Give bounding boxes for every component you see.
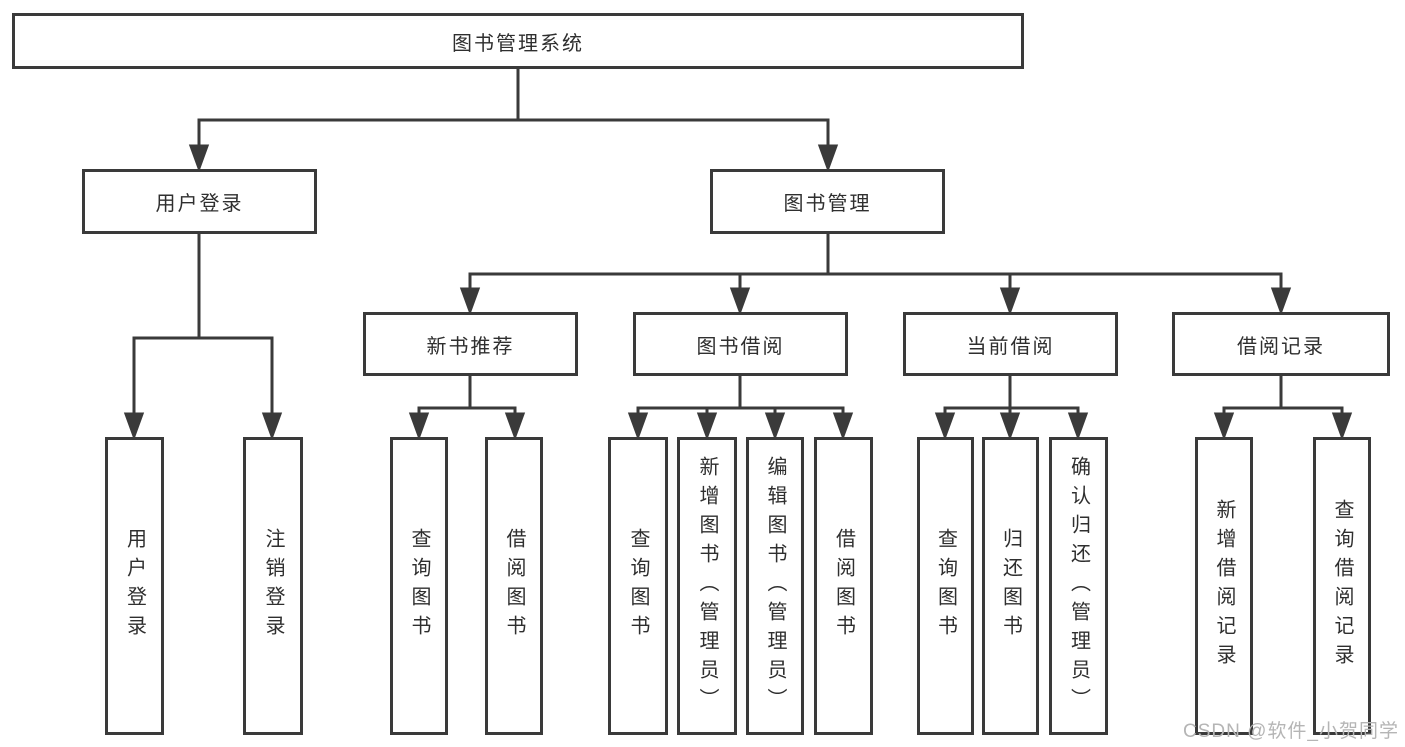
leaf-logout-label: 注销登录 (262, 528, 284, 644)
leaf-confirm-return-admin: 确认归还（管理员） (1049, 437, 1108, 735)
connector-line (468, 234, 1283, 293)
connector-borrow-records-children (1213, 376, 1353, 441)
arrow-down-icon (1067, 412, 1089, 441)
arrow-down-icon (934, 412, 956, 441)
watermark-text: CSDN @软件_小贺同学 (1183, 721, 1399, 742)
connector-line (636, 376, 845, 418)
arrow-down-icon (408, 412, 430, 441)
node-book-management: 图书管理 (710, 169, 945, 234)
leaf-query-borrow-record: 查询借阅记录 (1313, 437, 1371, 735)
connector-line (197, 69, 830, 150)
arrow-down-icon (729, 287, 751, 316)
leaf-borrow-books-recommend-label: 借阅图书 (503, 528, 525, 644)
arrow-down-icon (817, 144, 839, 173)
connector-new-book-recommend-children (408, 376, 526, 441)
node-root: 图书管理系统 (12, 13, 1024, 69)
leaf-add-borrow-record-label: 新增借阅记录 (1213, 499, 1235, 673)
connector-root-to-level2 (188, 69, 839, 173)
leaf-borrow-books-borrow-label: 借阅图书 (832, 528, 855, 644)
arrow-down-icon (999, 412, 1021, 441)
connector-current-borrow-children (934, 376, 1089, 441)
node-user-login: 用户登录 (82, 169, 317, 234)
connector-line (417, 376, 517, 418)
connector-book-borrow-children (627, 376, 854, 441)
leaf-confirm-return-admin-label: 确认归还（管理员） (1067, 455, 1090, 717)
node-current-borrow-label: 当前借阅 (966, 335, 1055, 358)
node-book-borrow-label: 图书借阅 (696, 335, 785, 358)
arrow-down-icon (999, 287, 1021, 316)
leaf-add-book-admin-label: 新增图书（管理员） (696, 455, 718, 717)
connector-book-management-children (459, 234, 1292, 316)
connector-line (132, 234, 274, 418)
node-borrow-records-label: 借阅记录 (1237, 335, 1325, 358)
leaf-logout: 注销登录 (243, 437, 303, 735)
arrow-down-icon (261, 412, 283, 441)
leaf-user-login-label: 用户登录 (123, 528, 146, 644)
connector-user-login-children (123, 234, 283, 441)
leaf-edit-book-admin-label: 编辑图书（管理员） (764, 455, 786, 717)
connector-line (1222, 376, 1344, 418)
leaf-query-books-current-label: 查询图书 (934, 528, 957, 644)
leaf-add-book-admin: 新增图书（管理员） (677, 437, 737, 735)
connector-line (943, 376, 1080, 418)
node-current-borrow: 当前借阅 (903, 312, 1118, 376)
node-book-management-label: 图书管理 (783, 193, 872, 215)
arrow-down-icon (188, 144, 210, 173)
arrow-down-icon (1213, 412, 1235, 441)
node-new-book-recommend: 新书推荐 (363, 312, 578, 376)
arrow-down-icon (123, 412, 145, 441)
arrow-down-icon (696, 412, 718, 441)
node-book-borrow: 图书借阅 (633, 312, 848, 376)
leaf-borrow-books-recommend: 借阅图书 (485, 437, 543, 735)
arrow-down-icon (832, 412, 854, 441)
leaf-query-books-borrow: 查询图书 (608, 437, 668, 735)
leaf-query-borrow-record-label: 查询借阅记录 (1331, 499, 1353, 673)
node-user-login-label: 用户登录 (155, 193, 244, 215)
node-borrow-records: 借阅记录 (1172, 312, 1390, 376)
arrow-down-icon (1331, 412, 1353, 441)
leaf-query-books-current: 查询图书 (917, 437, 974, 735)
leaf-user-login: 用户登录 (105, 437, 164, 735)
leaf-edit-book-admin: 编辑图书（管理员） (746, 437, 804, 735)
leaf-return-book-label: 归还图书 (999, 528, 1022, 644)
leaf-borrow-books-borrow: 借阅图书 (814, 437, 873, 735)
node-new-book-recommend-label: 新书推荐 (426, 335, 515, 358)
leaf-query-books-borrow-label: 查询图书 (627, 528, 649, 644)
leaf-query-books-recommend: 查询图书 (390, 437, 448, 735)
leaf-return-book: 归还图书 (982, 437, 1039, 735)
arrow-down-icon (1270, 287, 1292, 316)
arrow-down-icon (764, 412, 786, 441)
leaf-query-books-recommend-label: 查询图书 (408, 528, 430, 644)
arrow-down-icon (627, 412, 649, 441)
leaf-add-borrow-record: 新增借阅记录 (1195, 437, 1253, 735)
arrow-down-icon (459, 287, 481, 316)
arrow-down-icon (504, 412, 526, 441)
node-root-label: 图书管理系统 (452, 32, 584, 55)
